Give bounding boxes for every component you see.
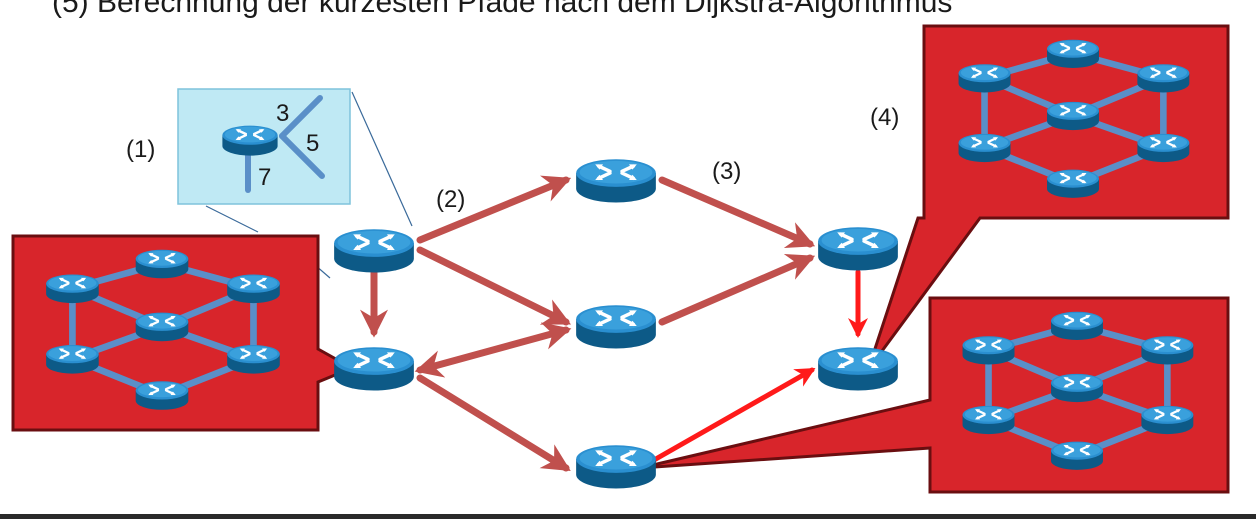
- slide-title: (5) Berechnung der kürzesten Pfade nach …: [52, 0, 953, 19]
- network-topology-panel-top-right: [866, 24, 1230, 371]
- link-state-box: [177, 88, 351, 205]
- router-icon: [332, 227, 416, 275]
- router-icon: [574, 157, 658, 205]
- network-topology-panel-left: [11, 234, 356, 432]
- link-cost-5: 5: [306, 130, 320, 157]
- slide-footer-bar: [0, 514, 1256, 519]
- router-icon: [574, 443, 658, 491]
- link-cost-3: 3: [276, 100, 290, 127]
- final-path-arrows: [637, 269, 868, 471]
- router-icon: [221, 124, 279, 157]
- router-icon: [332, 345, 416, 393]
- router-icon: [816, 345, 900, 393]
- step-label-3: (3): [712, 158, 742, 185]
- step-label-2: (2): [436, 186, 466, 213]
- step-label-1: (1): [126, 136, 156, 163]
- network-topology-panel-bottom-right: [639, 296, 1230, 494]
- shortest-path-arrows: [360, 175, 816, 472]
- step-label-4: (4): [870, 104, 900, 131]
- router-icon: [574, 303, 658, 351]
- router-icon: [816, 225, 900, 273]
- link-cost-7: 7: [258, 164, 272, 191]
